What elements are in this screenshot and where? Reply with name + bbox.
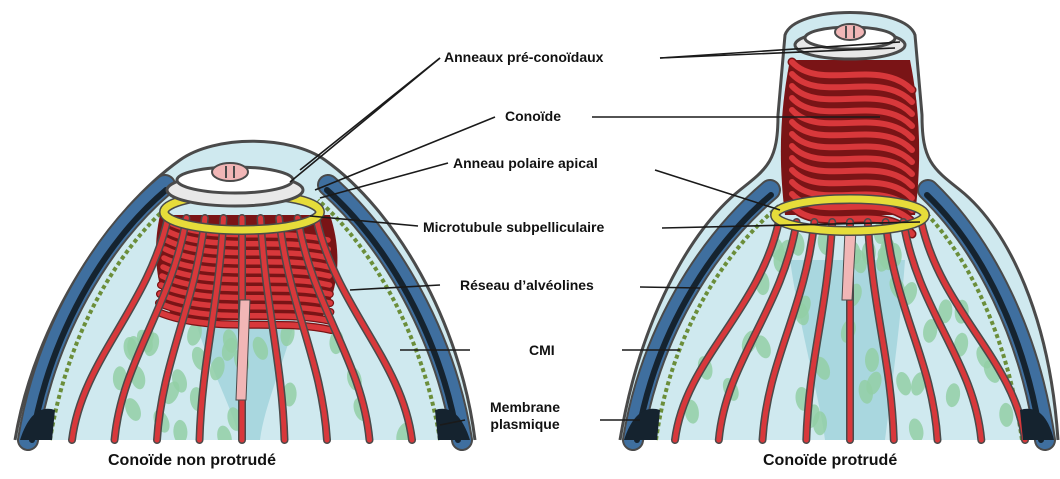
label-pre-conoidal-rings: Anneaux pré-conoïdaux [444, 49, 603, 66]
left-cell [15, 141, 475, 450]
vesicle [813, 411, 827, 435]
label-subpellicular-microtubule: Microtubule subpelliculaire [423, 219, 604, 236]
label-plasma-membrane-line1: Membrane [490, 399, 560, 416]
label-imc: CMI [529, 342, 555, 359]
caption-left: Conoïde non protrudé [108, 452, 276, 470]
label-plasma-membrane-line2: plasmique [490, 416, 560, 433]
label-conoid: Conoïde [505, 108, 561, 125]
label-apical-polar-ring: Anneau polaire apical [453, 155, 598, 172]
label-plasma-membrane: Membrane plasmique [490, 399, 560, 433]
label-alveolin-network: Réseau d’alvéolines [460, 277, 594, 294]
right-conoid [781, 60, 919, 234]
caption-right: Conoïde protrudé [763, 452, 897, 470]
